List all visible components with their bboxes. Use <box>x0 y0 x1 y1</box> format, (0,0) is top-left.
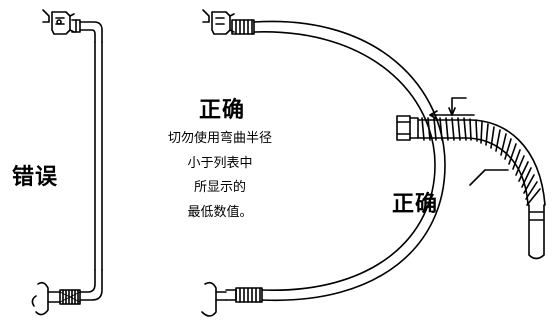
note-line-1: 切勿使用弯曲半径 <box>167 131 272 146</box>
note-line-2: 小于列表中 <box>187 155 253 171</box>
bend-radius-note: 切勿使用弯曲半径 小于列表中 所显示的 最低数值。 <box>140 127 300 225</box>
spring-guard-hose-illustration <box>396 97 546 260</box>
wrong-label: 错误 <box>12 165 59 190</box>
straight-hose-illustration <box>31 9 103 316</box>
wide-arc-hose-illustration <box>201 9 446 317</box>
correct-label-middle: 正确 <box>199 98 246 123</box>
note-line-3: 所显示的 <box>193 180 246 195</box>
correct-label-right: 正确 <box>392 192 439 217</box>
note-line-4: 最低数值。 <box>187 204 253 220</box>
